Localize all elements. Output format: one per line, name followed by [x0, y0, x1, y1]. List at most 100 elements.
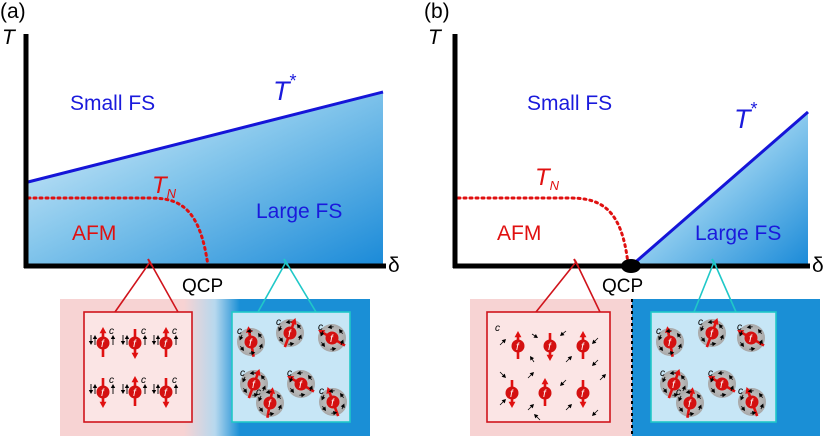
c-spin-arrow-head: [533, 333, 538, 338]
c-spin-arrow-head: [700, 337, 706, 343]
c-spin-arrow-head: [501, 399, 506, 404]
c-label: c: [141, 326, 146, 337]
c-spin-arrow-head: [151, 390, 157, 394]
c-spin-arrow-head: [110, 384, 116, 388]
qcp-label: QCP: [182, 276, 223, 297]
c-spin-arrow-head: [276, 393, 282, 399]
c-spin-arrow-head: [124, 384, 130, 388]
f-label: f: [543, 389, 547, 400]
c-spin-arrow-head: [151, 341, 157, 345]
c-spin-arrow: [499, 340, 505, 346]
large-fs-region: [26, 92, 383, 266]
f-label: f: [249, 338, 253, 349]
f-label: f: [548, 342, 552, 353]
spin-arrow-head: [162, 401, 170, 408]
f-electron: [663, 335, 677, 349]
c-spin-arrow: [599, 375, 605, 381]
c-spin-arrow-head: [278, 337, 284, 343]
y-axis-label: T: [428, 26, 443, 49]
c-label: c: [319, 386, 324, 397]
c-spin-arrow-head: [739, 331, 744, 337]
c-spin-arrow-head: [239, 335, 244, 341]
large-fs-label: Large FS: [256, 200, 342, 223]
f-electron: [96, 385, 110, 399]
large-fs-label: Large FS: [695, 222, 781, 245]
c-spin-arrow-head: [670, 350, 675, 356]
f-label: f: [510, 389, 514, 400]
y-axis-label: T: [2, 26, 17, 49]
c-spin-arrow-head: [758, 339, 763, 345]
spin-arrow-head: [579, 331, 587, 338]
f-electron: [667, 377, 681, 391]
c-spin-arrow-head: [601, 374, 606, 379]
c-spin-arrow-head: [740, 395, 745, 401]
c-spin-arrow-head: [254, 392, 259, 398]
c-spin-arrow: [593, 337, 599, 343]
c-spin-arrow-head: [307, 374, 313, 380]
c-spin-arrow-head: [258, 396, 263, 402]
c-spin-arrow: [527, 405, 533, 411]
c-spin-arrow-head: [592, 411, 597, 416]
c-spin-arrow-head: [333, 410, 338, 416]
c-spin-arrow-head: [758, 392, 764, 398]
c-label: c: [141, 375, 146, 386]
c-spin-arrow-head: [658, 335, 663, 341]
small-fs-label: Small FS: [70, 92, 155, 115]
c-spin-arrow-head: [501, 339, 506, 344]
c-spin-arrow-head: [110, 335, 116, 339]
c-spin-arrow-head: [339, 339, 344, 345]
c-spin-arrow-head: [296, 370, 301, 376]
c-label: c: [172, 375, 177, 386]
c-spin-arrow-head: [690, 411, 695, 417]
f-label: f: [331, 398, 335, 409]
c-spin-arrow-head: [142, 384, 148, 388]
c-spin-arrow-head: [332, 346, 337, 352]
c-spin-arrow: [499, 400, 505, 406]
c-label: c: [698, 317, 703, 328]
spin-arrow-head: [541, 378, 549, 385]
spin-arrow-head: [99, 327, 107, 334]
c-label: c: [172, 326, 177, 337]
c-spin-arrow-head: [289, 377, 294, 383]
c-spin-arrow-head: [290, 341, 295, 347]
c-spin-arrow-head: [251, 350, 256, 356]
f-electron: [576, 386, 590, 400]
c-spin-arrow: [527, 373, 533, 379]
c-spin-arrow-head: [249, 370, 254, 376]
c-spin-arrow-head: [301, 392, 306, 398]
c-spin-arrow-head: [718, 323, 724, 329]
c-label: c: [109, 326, 114, 337]
c-spin-arrow-head: [265, 389, 270, 395]
f-label: f: [581, 342, 585, 353]
c-label: c: [240, 368, 245, 379]
f-label: f: [288, 329, 292, 340]
c-spin-arrow-head: [728, 374, 734, 380]
tn-label: TN: [152, 172, 177, 201]
f-label: f: [330, 334, 334, 345]
c-spin-arrow-head: [278, 326, 283, 332]
c-spin-arrow-head: [340, 403, 345, 409]
c-spin-arrow-head: [751, 346, 756, 352]
c-spin-arrow-head: [746, 324, 751, 330]
f-electron: [326, 395, 340, 409]
f-electron: [263, 396, 277, 410]
f-label: f: [749, 334, 753, 345]
f-label: f: [688, 399, 692, 410]
c-spin-arrow-head: [669, 370, 674, 376]
c-label: c: [708, 368, 713, 379]
c-spin-arrow-head: [658, 346, 664, 352]
f-label: f: [710, 329, 714, 340]
c-spin-arrow: [499, 371, 505, 377]
f-electron: [294, 377, 308, 391]
f-electron: [705, 326, 719, 340]
c-spin-arrow-head: [529, 404, 534, 409]
c-spin-arrow-head: [677, 343, 682, 349]
c-spin-arrow-head: [697, 404, 702, 410]
spin-arrow-head: [674, 368, 681, 377]
f-electron: [283, 326, 297, 340]
c-spin-arrow-head: [338, 328, 344, 334]
spin-arrow-head: [254, 368, 261, 377]
c-spin-arrow: [565, 405, 571, 411]
f-label: f: [268, 399, 272, 410]
